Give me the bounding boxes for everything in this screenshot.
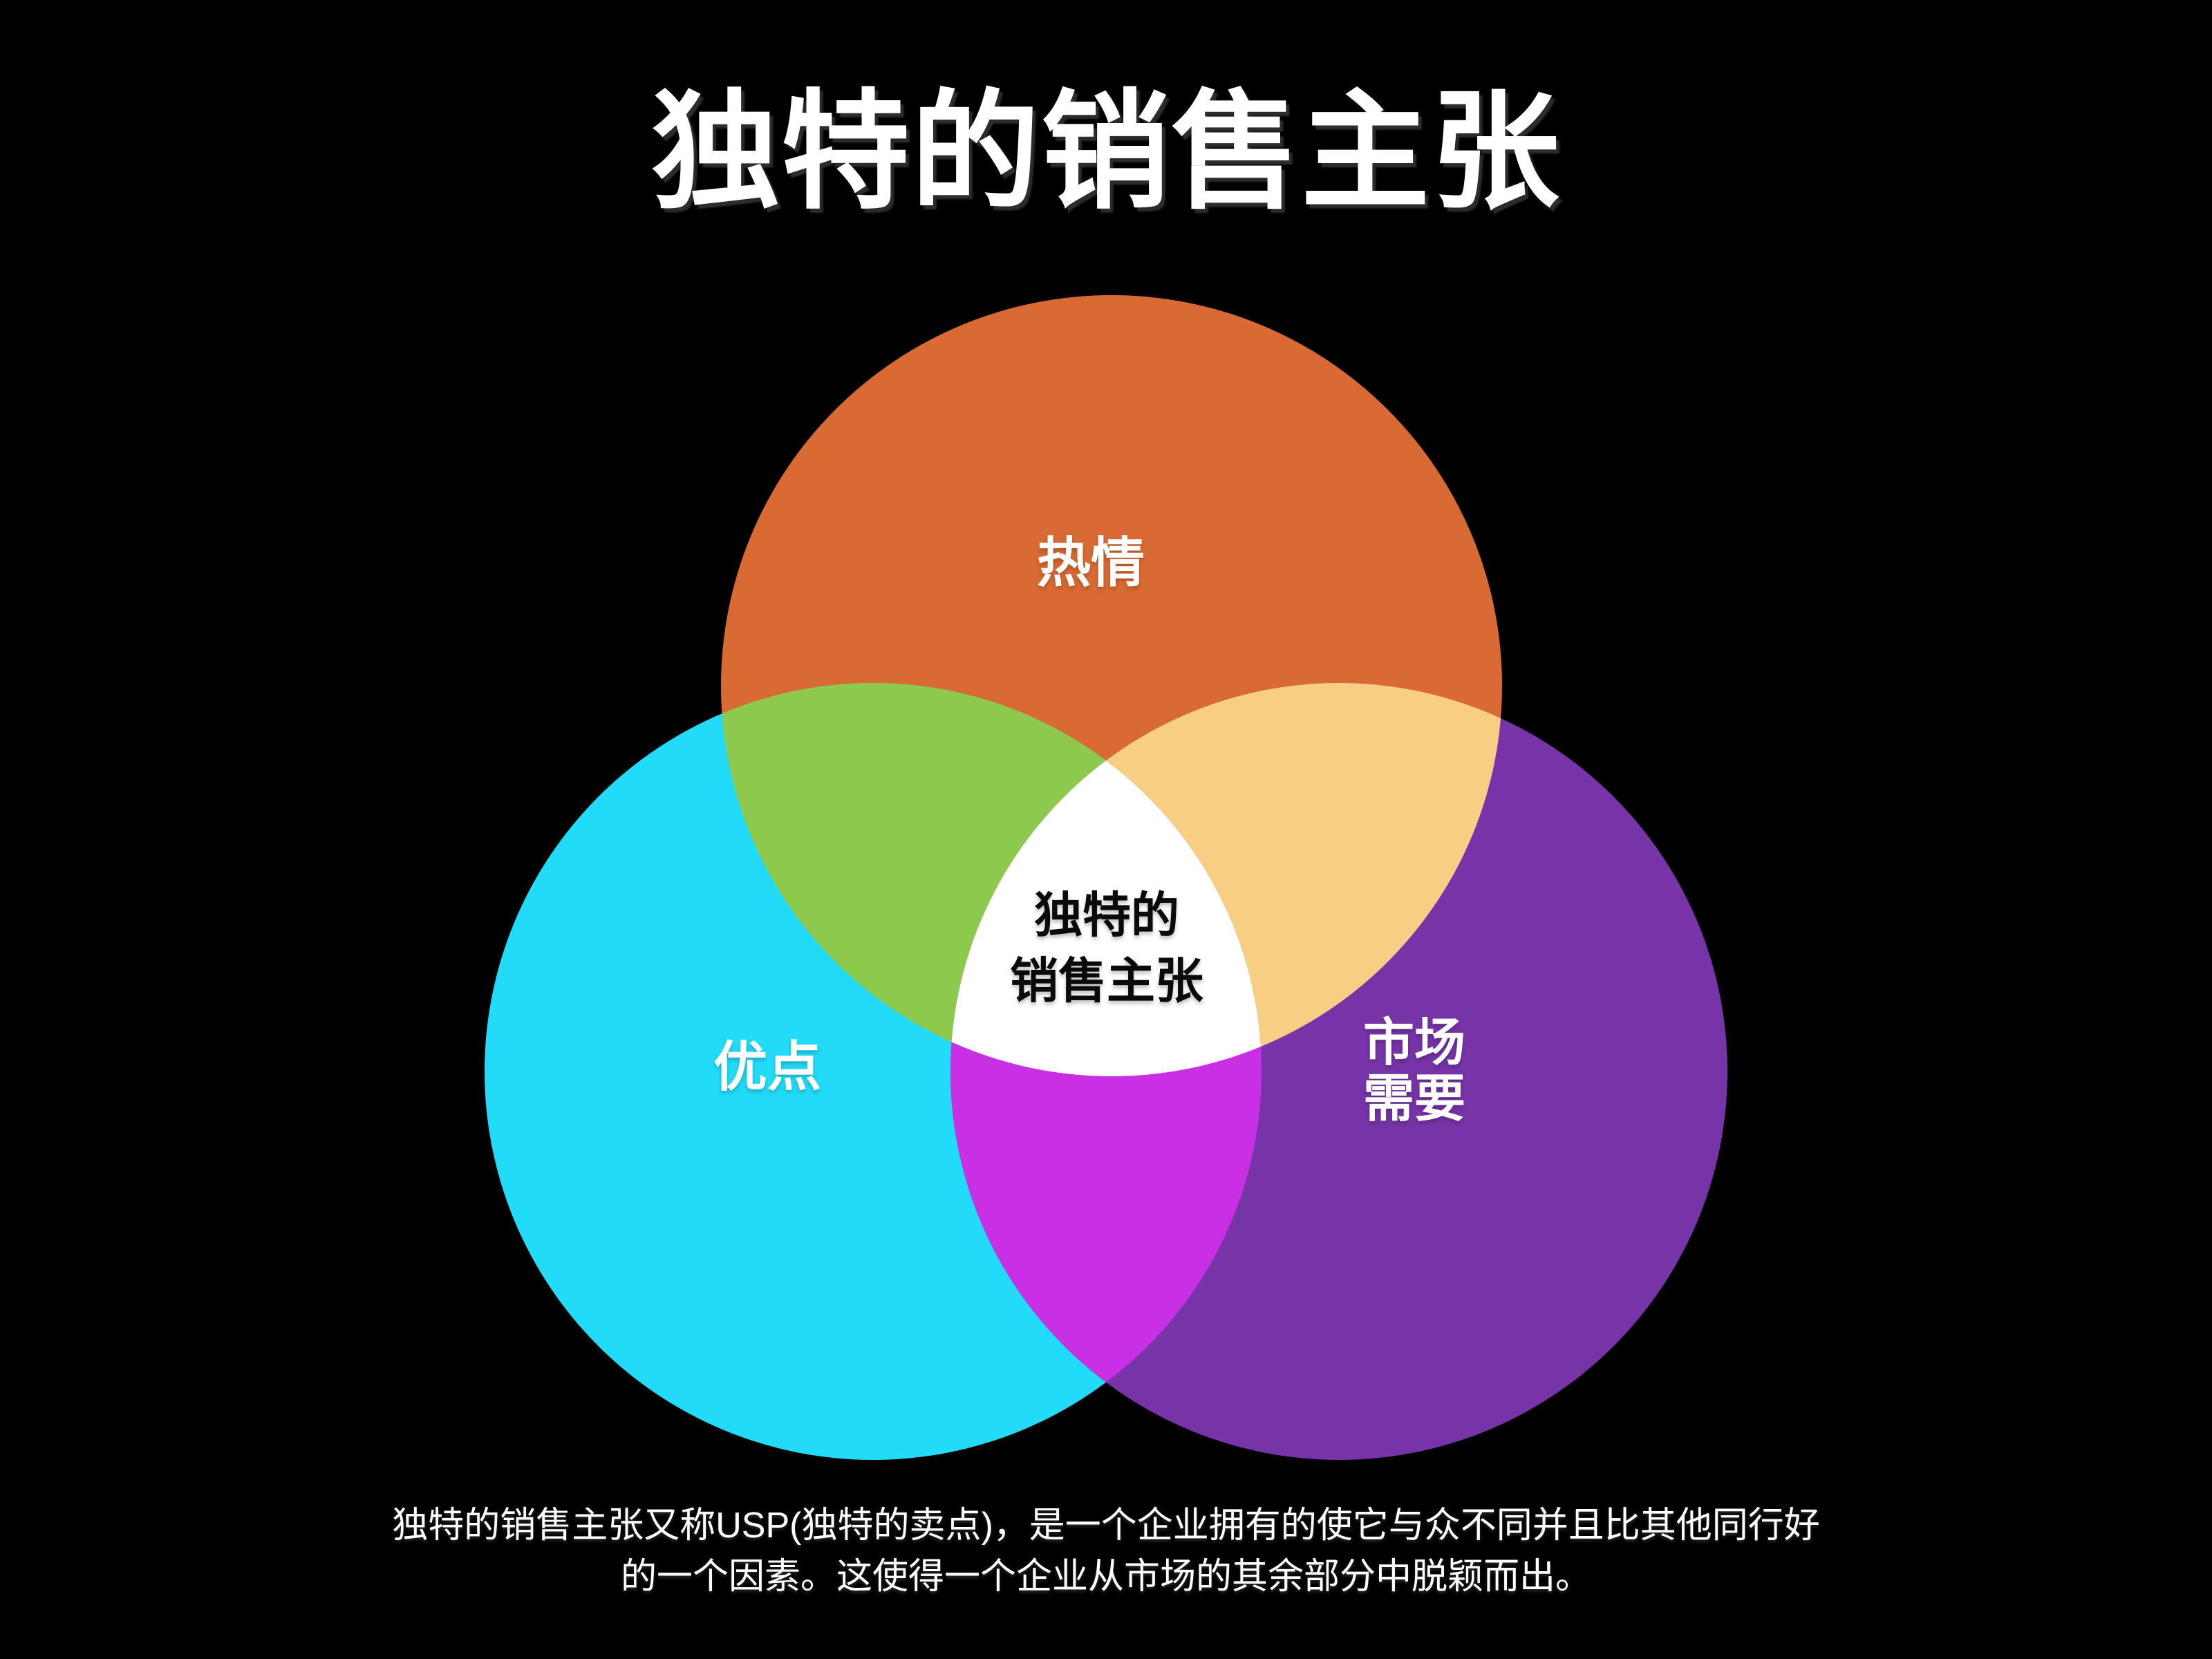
label-center-line1: 独特的 [1034, 888, 1179, 942]
page-title: 独特的销售主张 [650, 81, 1561, 224]
center-triple-overlap [950, 683, 1262, 1076]
label-market-need-line2: 需要 [1363, 1070, 1465, 1127]
label-center-line2: 销售主张 [1010, 954, 1203, 1008]
label-market-need-line1: 市场 [1363, 1013, 1465, 1071]
footer-line2: 的一个因素。这使得一个企业从市场的其余部分中脱颖而出。 [620, 1556, 1591, 1597]
footer-description: 独特的销售主张又称USP(独特的卖点)，是一个企业拥有的使它与众不同并且比其他同… [0, 1501, 2212, 1603]
label-advantages: 优点 [713, 1024, 821, 1101]
label-passion: 热情 [1037, 520, 1145, 597]
label-center-usp: 独特的 销售主张 [1010, 883, 1203, 1014]
label-passion-text: 热情 [1036, 532, 1145, 593]
footer-line1: 独特的销售主张又称USP(独特的卖点)，是一个企业拥有的使它与众不同并且比其他同… [392, 1506, 1820, 1546]
label-market-need: 市场 需要 [1363, 1013, 1465, 1127]
label-advantages-text: 优点 [713, 1036, 822, 1097]
